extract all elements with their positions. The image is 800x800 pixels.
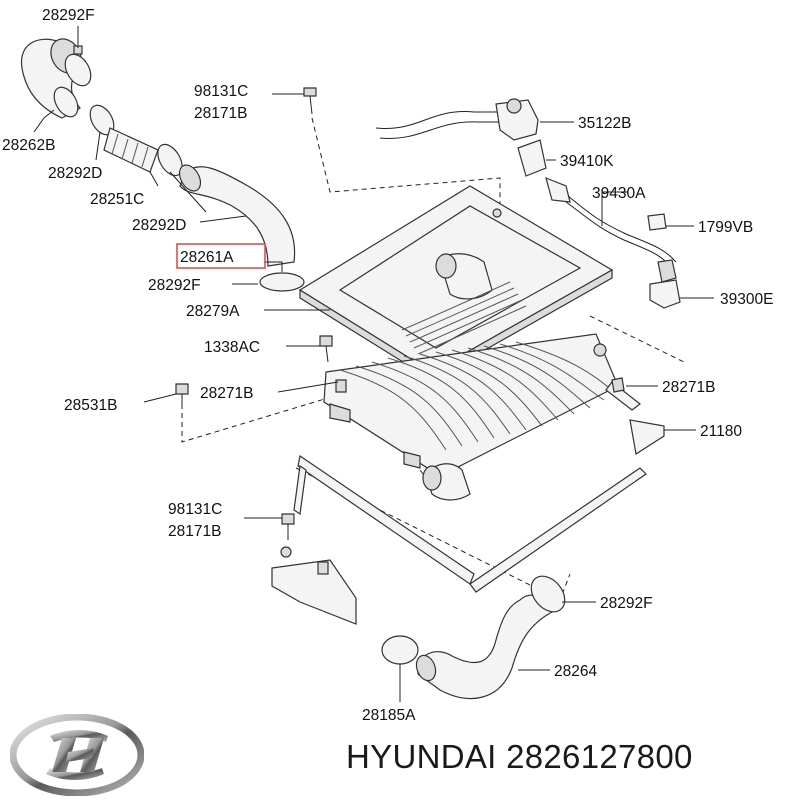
hose-28264 (417, 594, 553, 699)
label-28292F-top: 28292F (42, 7, 95, 24)
label-28185A: 28185A (362, 707, 416, 724)
brand-part-number: HYUNDAI 2826127800 (346, 738, 693, 776)
part-number: 2826127800 (506, 738, 693, 775)
clamp-28292D-lower (157, 143, 183, 177)
label-28292D-lower: 28292D (132, 217, 186, 234)
clamp-28185A (381, 635, 419, 665)
label-39430A: 39430A (592, 185, 646, 202)
label-28271B-left: 28271B (200, 385, 253, 402)
label-28251C: 28251C (90, 191, 144, 208)
clamp-28292F-top (64, 53, 92, 87)
connector-39430A (545, 176, 571, 203)
clamp-28292F-mid (259, 272, 305, 292)
clamp-28292F-lower (53, 86, 79, 118)
sensor-35122B (495, 99, 539, 141)
clamp-28292F-lower-hose (530, 575, 566, 613)
label-98131C-lower: 98131C (168, 501, 222, 518)
label-28171B-top: 28171B (194, 105, 247, 122)
bracket-39410K (517, 139, 547, 177)
intercooler-core-21180 (323, 333, 619, 501)
leader-lines (33, 26, 714, 702)
bracket-lower-left (271, 559, 357, 625)
highlight-box (176, 243, 266, 269)
hose-28261A-end (178, 164, 202, 192)
label-28292D-upper: 28292D (48, 165, 102, 182)
label-28292F-lower: 28292F (600, 595, 653, 612)
brand-name: HYUNDAI (346, 738, 497, 775)
part-labels: 28292F 28262B 28292D 28251C 28292D 28261… (2, 7, 773, 724)
label-28531B: 28531B (64, 397, 117, 414)
label-98131C-top: 98131C (194, 83, 248, 100)
label-39300E: 39300E (720, 291, 773, 308)
label-21180: 21180 (700, 423, 742, 440)
label-1799VB: 1799VB (698, 219, 753, 236)
label-39410K: 39410K (560, 153, 614, 170)
label-28171B-lower: 28171B (168, 523, 221, 540)
label-28264: 28264 (554, 663, 597, 680)
upper-hose-assembly (20, 38, 305, 292)
sensor-wiring (375, 98, 681, 309)
hyundai-logo-icon (10, 714, 144, 796)
pipe-28251C (103, 127, 159, 173)
clip-1799VB (647, 213, 667, 231)
sensor-39300E (649, 279, 681, 309)
label-28279A: 28279A (186, 303, 240, 320)
hose-28261A (179, 166, 296, 267)
label-28261A: 28261A (180, 249, 234, 266)
label-1338AC: 1338AC (204, 339, 260, 356)
label-28292F-mid: 28292F (148, 277, 201, 294)
label-28262B: 28262B (2, 137, 55, 154)
label-28271B-right: 28271B (662, 379, 715, 396)
bolts (175, 87, 625, 540)
label-35122B: 35122B (578, 115, 631, 132)
